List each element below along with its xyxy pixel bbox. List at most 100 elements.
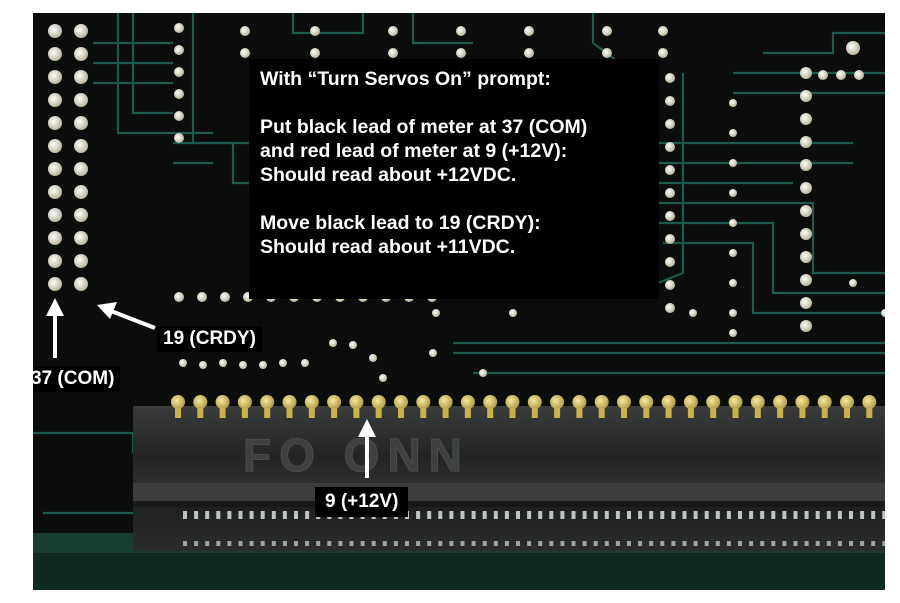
instruction-step2-line1: Move black lead to 19 (CRDY): <box>260 212 541 234</box>
connector-slot <box>316 541 321 546</box>
via-pad <box>729 329 737 337</box>
connector-slot <box>238 541 243 546</box>
ic-pad <box>800 274 812 286</box>
connector-slot <box>860 511 865 519</box>
connector-slot <box>804 541 809 546</box>
gold-pin <box>706 395 721 409</box>
gold-pin <box>215 395 230 409</box>
gold-pin <box>817 395 832 409</box>
connector-slot <box>738 541 742 546</box>
connector-slot <box>726 511 731 519</box>
gold-pin-leg <box>264 408 271 418</box>
connector-slot <box>260 541 265 546</box>
gold-pin-leg <box>866 408 873 418</box>
connector-slot <box>305 511 310 519</box>
ic-pad <box>800 228 812 240</box>
ic-pad <box>174 292 184 302</box>
connector-slot <box>693 541 698 546</box>
connector-slot <box>615 541 620 546</box>
ic-pad <box>800 136 812 148</box>
header-pad <box>74 139 88 153</box>
gold-pin <box>661 395 676 409</box>
connector-slot <box>493 541 498 546</box>
gold-pin <box>505 395 520 409</box>
ic-pad <box>665 234 675 244</box>
connector-slot <box>671 541 676 546</box>
connector-slot <box>416 541 421 546</box>
connector-slot <box>615 511 620 519</box>
connector-slot <box>205 511 210 519</box>
gold-pin-leg <box>643 408 650 418</box>
gold-pin <box>862 395 877 409</box>
edge-connector: FO ONN <box>133 406 885 551</box>
ic-pad <box>800 297 812 309</box>
header-pad <box>74 277 88 291</box>
connector-slot <box>815 541 820 546</box>
gold-pin-leg <box>197 408 204 418</box>
connector-slot <box>360 541 365 546</box>
via-pad <box>479 369 487 377</box>
via-pad <box>509 309 517 317</box>
ic-pad <box>800 90 812 102</box>
gold-pin <box>394 395 408 409</box>
header-pad <box>74 162 88 176</box>
via-pad <box>881 309 885 317</box>
instruction-heading: With “Turn Servos On” prompt: <box>260 68 551 90</box>
connector-slot <box>760 541 765 546</box>
ic-pad <box>800 251 812 263</box>
connector-slot <box>715 541 720 546</box>
ic-pad <box>388 48 398 58</box>
connector-slot <box>560 541 565 546</box>
header-pad <box>48 93 62 107</box>
connector-slot <box>194 511 199 519</box>
gold-pin <box>683 395 698 409</box>
connector-slot <box>427 511 432 519</box>
connector-slot <box>493 511 498 519</box>
gold-pin-leg <box>308 408 315 418</box>
via-pad <box>349 341 357 349</box>
connector-slot <box>516 511 520 519</box>
connector-slot <box>649 511 654 519</box>
connector-slot <box>294 541 298 546</box>
gold-pin-leg <box>687 408 694 418</box>
via-pad <box>219 359 227 367</box>
ic-pad <box>388 26 398 36</box>
ic-pad <box>665 119 675 129</box>
connector-slot <box>471 511 476 519</box>
gold-pin <box>193 395 208 409</box>
ic-pad <box>174 133 184 143</box>
connector-slot <box>227 541 232 546</box>
via-pad <box>329 339 337 347</box>
connector-slot <box>882 541 885 546</box>
connector-slot <box>638 541 643 546</box>
connector-slot <box>649 541 654 546</box>
gold-pin-leg <box>464 408 471 418</box>
connector-slot <box>249 541 254 546</box>
gold-pin-leg <box>621 408 627 418</box>
ic-pad <box>220 292 230 302</box>
via-pad <box>199 361 207 369</box>
gold-pin <box>460 395 475 409</box>
header-pad <box>74 231 88 245</box>
arrow-to-pin-19 <box>97 302 156 330</box>
connector-slot <box>682 541 687 546</box>
connector-slot <box>427 541 432 546</box>
gold-pin-leg <box>487 408 494 418</box>
connector-slot <box>749 511 754 519</box>
connector-slot <box>460 511 465 519</box>
connector-slot <box>571 541 576 546</box>
gold-pin-leg <box>554 408 561 418</box>
gold-pin <box>840 395 854 409</box>
gold-pin-leg <box>219 408 226 418</box>
gold-pin-leg <box>420 408 427 418</box>
ic-pad <box>800 67 812 79</box>
gold-pin <box>483 395 498 409</box>
gold-pin-leg <box>442 408 449 418</box>
gold-pin <box>550 395 565 409</box>
ic-pad <box>310 48 320 58</box>
ic-pad <box>310 26 320 36</box>
instruction-step2-line2: Should read about +11VDC. <box>260 236 516 258</box>
gold-pin <box>171 395 185 409</box>
via-pad <box>849 279 857 287</box>
ic-pad <box>658 48 668 58</box>
